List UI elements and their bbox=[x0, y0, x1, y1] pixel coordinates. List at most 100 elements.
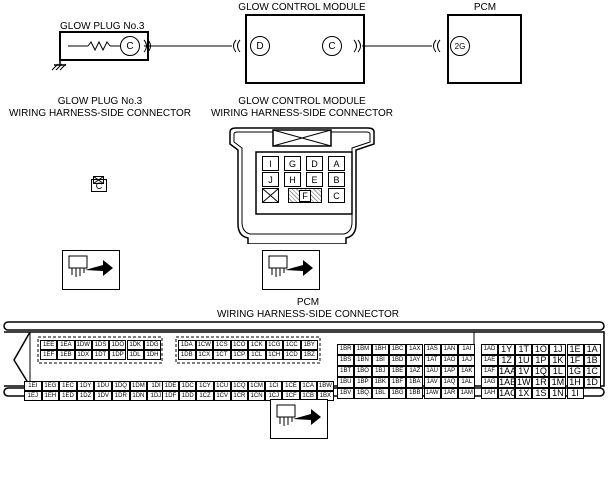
pcm-pin: 1DW bbox=[74, 340, 92, 350]
module-pin: F bbox=[299, 190, 311, 202]
pcm-pin: 1AQ bbox=[440, 377, 459, 388]
pcm-pin: 1P bbox=[532, 355, 550, 366]
pcm-pin: 1BJ bbox=[371, 366, 389, 377]
pcm-pin: 1CH bbox=[265, 350, 283, 360]
pcm-pin: 1DU bbox=[94, 381, 112, 391]
pcm-pin: 1I bbox=[566, 388, 584, 399]
pcm-pin: 1BD bbox=[388, 355, 407, 366]
pcm-pin: 1AE bbox=[481, 355, 499, 366]
pcm-pin: 1BY bbox=[300, 340, 318, 350]
pcm-pin: 1Q bbox=[532, 366, 550, 377]
pcm-pin: 1DO bbox=[109, 340, 127, 350]
pcm-pin: 1N bbox=[549, 388, 567, 399]
module-pin: H bbox=[284, 172, 301, 187]
pcm-pin: 1DV bbox=[94, 391, 112, 401]
pcm-pin: 1CR bbox=[230, 391, 248, 401]
pcm-pin: 1C bbox=[583, 366, 601, 377]
pcm-pin: 1DF bbox=[162, 391, 180, 401]
pcm-pin: 1CK bbox=[248, 340, 266, 350]
pcm-pin: 1BI bbox=[371, 355, 389, 366]
pcm-pin: 1CA bbox=[299, 381, 317, 391]
module-pin-blank bbox=[262, 188, 279, 203]
pcm-pin: 1CW bbox=[195, 340, 213, 350]
pcm-pin: 1T bbox=[515, 344, 533, 355]
pcm-pin: 1EH bbox=[41, 391, 60, 401]
pcm-pin: 1G bbox=[566, 366, 584, 377]
glow-plug-terminal: C bbox=[120, 36, 140, 56]
pcm-pin: 1CT bbox=[213, 350, 231, 360]
pcm-pin: 1CY bbox=[196, 381, 214, 391]
pcm-pin: 1AT bbox=[423, 355, 441, 366]
module-pin: D bbox=[306, 156, 323, 171]
pcm-pin: 1AW bbox=[423, 388, 441, 399]
probe-icon bbox=[262, 250, 320, 290]
glow-plug-connector-label: GLOW PLUG No.3 bbox=[57, 96, 143, 107]
pcm-pin: 1DQ bbox=[112, 381, 130, 391]
pcm-pin: 1AY bbox=[406, 355, 424, 366]
pcm-pin: 1CM bbox=[248, 381, 266, 391]
module-pin: C bbox=[328, 188, 345, 203]
pcm-connector-sublabel: WIRING HARNESS-SIDE CONNECTOR bbox=[216, 309, 400, 320]
pcm-pin: 1Y bbox=[498, 344, 516, 355]
pcm-pin: 1M bbox=[549, 377, 567, 388]
wiring-lines bbox=[51, 14, 522, 84]
pcm-pin: 1EI bbox=[24, 381, 42, 391]
pcm-pin: 1BC bbox=[388, 344, 407, 355]
pcm-pin: 1AO bbox=[440, 355, 459, 366]
pcm-pin: 1J bbox=[549, 344, 567, 355]
pcm-pin: 1DE bbox=[162, 381, 180, 391]
pcm-pin: 1AX bbox=[406, 344, 424, 355]
pcm-pin: 1BT bbox=[337, 366, 355, 377]
pcm-pin: 1A bbox=[583, 344, 601, 355]
pcm-pin: 1EB bbox=[57, 350, 75, 360]
module-connector-sublabel: WIRING HARNESS-SIDE CONNECTOR bbox=[210, 108, 394, 119]
pcm-pin: 1AR bbox=[440, 388, 459, 399]
resistor-icon bbox=[68, 40, 124, 52]
pcm-pin: 1DK bbox=[126, 340, 144, 350]
pcm-pin: 1BO bbox=[354, 366, 372, 377]
pcm-pin: 1V bbox=[515, 366, 533, 377]
glow-plug-connector-sublabel: WIRING HARNESS-SIDE CONNECTOR bbox=[8, 108, 192, 119]
pcm-pin: 1BZ bbox=[300, 350, 318, 360]
pcm-pin: 1AJ bbox=[458, 355, 476, 366]
pcm-pin: 1BF bbox=[388, 377, 407, 388]
pcm-pin: 1BW bbox=[316, 381, 334, 391]
pcm-pin: 1CQ bbox=[230, 381, 248, 391]
ground-icon bbox=[51, 60, 67, 71]
pcm-pin: 1H bbox=[566, 377, 584, 388]
connector-latch-icon bbox=[93, 171, 104, 184]
pcm-pin: 1EF bbox=[40, 350, 58, 360]
pcm-pin: 1AL bbox=[458, 377, 476, 388]
pcm-pin: 1AD bbox=[481, 344, 499, 355]
probe-icon bbox=[270, 399, 328, 439]
pcm-pin: 1BB bbox=[406, 388, 424, 399]
pcm-pin: 1BK bbox=[371, 377, 389, 388]
pcm-pin: 1CN bbox=[248, 391, 266, 401]
module-connector-housing bbox=[229, 127, 375, 244]
pcm-pin: 1CP bbox=[230, 350, 248, 360]
pcm-pin: 1DG bbox=[143, 340, 162, 350]
module-connector-label: GLOW CONTROL MODULE bbox=[238, 96, 366, 107]
pcm-pin: 1EE bbox=[40, 340, 58, 350]
pcm-title: PCM bbox=[473, 2, 497, 13]
pcm-pin: 1AS bbox=[423, 344, 441, 355]
module-pin: B bbox=[328, 172, 345, 187]
pcm-pin: 1DB bbox=[178, 350, 196, 360]
pcm-pin: 1AC bbox=[498, 388, 516, 399]
pcm-pin: 1S bbox=[532, 388, 550, 399]
pcm-pin: 1BM bbox=[354, 344, 372, 355]
pcm-pin: 1DD bbox=[179, 391, 197, 401]
module-terminal-c: C bbox=[322, 36, 342, 56]
pcm-pin: 1CI bbox=[265, 381, 283, 391]
pcm-pin: 1AA bbox=[498, 366, 516, 377]
module-terminal-d: D bbox=[250, 36, 270, 56]
pcm-pin: 1CG bbox=[265, 340, 283, 350]
pcm-connector-label: PCM bbox=[296, 297, 320, 308]
pcm-pin: 1E bbox=[566, 344, 584, 355]
pcm-pin: 1R bbox=[532, 377, 550, 388]
pcm-pin: 1DM bbox=[129, 381, 148, 391]
pcm-pin: 1AP bbox=[440, 366, 459, 377]
pcm-pin: 1AN bbox=[440, 344, 459, 355]
pcm-pin: 1DL bbox=[126, 350, 144, 360]
glow-plug-connector-pin: C bbox=[91, 179, 107, 192]
